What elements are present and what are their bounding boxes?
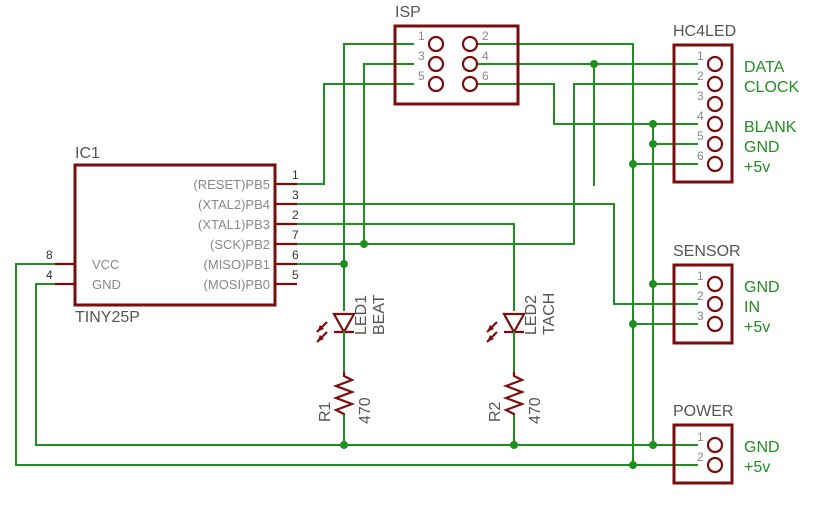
ic1-pin-number: 7 [292,228,299,242]
ic1-pin-number: 1 [292,168,299,182]
sensor-net-in: IN [744,299,760,316]
hc4led-pin-label: 6 [697,149,704,163]
light-emission-icon [486,321,498,343]
led1-value: BEAT [371,294,388,335]
light-emission-icon [316,321,328,343]
isp-pin-label: 6 [482,69,489,83]
ic1-part: TINY25P [75,309,140,326]
r1-name: R1 [317,401,334,422]
isp-header: ISP 1 2 3 4 5 6 [393,4,520,106]
ic1-pin-name: (RESET)PB5 [193,177,270,192]
isp-pin-label: 4 [482,49,489,63]
r1-value: 470 [357,397,374,424]
sensor-net-5v: +5v [744,319,770,336]
ic1-pin-number: 3 [292,188,299,202]
power-title: POWER [673,403,733,420]
ic1-pin-number: 4 [46,268,53,282]
hc4led-net-blank: BLANK [744,119,797,136]
ic1-pin-name: (MOSI)PB0 [204,277,270,292]
sensor-connector: SENSOR 1 2 3 GND IN +5v [672,243,780,345]
led1: LED1 BEAT [316,294,388,373]
led1-name: LED1 [353,295,370,335]
resistor-r2: R2 470 [487,372,544,424]
ic1-pin-name: (SCK)PB2 [210,237,270,252]
ic1-pin-name: VCC [92,257,119,272]
hc4led-pin-label: 4 [697,109,704,123]
led2-value: TACH [541,293,558,335]
hc4led-net-data: DATA [744,59,785,76]
hc4led-net-clock: CLOCK [744,79,799,96]
ic1-pin-name: (XTAL1)PB3 [198,217,270,232]
hc4led-net-5v: +5v [744,159,770,176]
isp-pin-label: 1 [418,29,425,43]
ic1-pin-name: GND [92,277,121,292]
hc4led-connector: HC4LED 1 2 3 4 5 6 DATA CLOCK BLANK GND … [672,23,799,184]
hc4led-net-gnd: GND [744,139,780,156]
power-pin-label: 2 [697,450,704,464]
led2: LED2 TACH [486,293,558,373]
hc4led-title: HC4LED [673,23,736,40]
ic1-pin-number: 6 [292,248,299,262]
r2-name: R2 [487,401,504,422]
sensor-pin-label: 1 [697,269,704,283]
ic1-pin-number: 5 [292,268,299,282]
sensor-pin-label: 3 [697,309,704,323]
junctions [340,60,657,469]
ic1-pin-name: (MISO)PB1 [204,257,270,272]
resistor-r1: R1 470 [317,372,374,424]
ic1-pin-number: 8 [46,248,53,262]
hc4led-pin-label: 2 [697,69,704,83]
hc4led-pin-label: 5 [697,129,704,143]
sensor-pin-label: 2 [697,289,704,303]
r2-value: 470 [527,397,544,424]
hc4led-pin-label: 1 [697,49,704,63]
sensor-net-gnd: GND [744,279,780,296]
isp-pin-label: 3 [418,49,425,63]
ic1-title: IC1 [75,145,100,162]
isp-pin-label: 5 [418,69,425,83]
hc4led-pin-label: 3 [697,89,704,103]
power-net-5v: +5v [744,459,770,476]
isp-pin-label: 2 [482,29,489,43]
led2-name: LED2 [523,295,540,335]
sensor-title: SENSOR [673,243,741,260]
power-connector: POWER 1 2 GND +5v [672,403,780,485]
power-net-gnd: GND [744,439,780,456]
ic1-pin-number: 2 [292,208,299,222]
ic1-chip: IC1 TINY25P (RESET)PB5 (XTAL2)PB4 (XTAL1… [46,145,299,326]
power-pin-label: 1 [697,430,704,444]
isp-title: ISP [395,4,421,21]
ic1-pin-name: (XTAL2)PB4 [198,197,270,212]
